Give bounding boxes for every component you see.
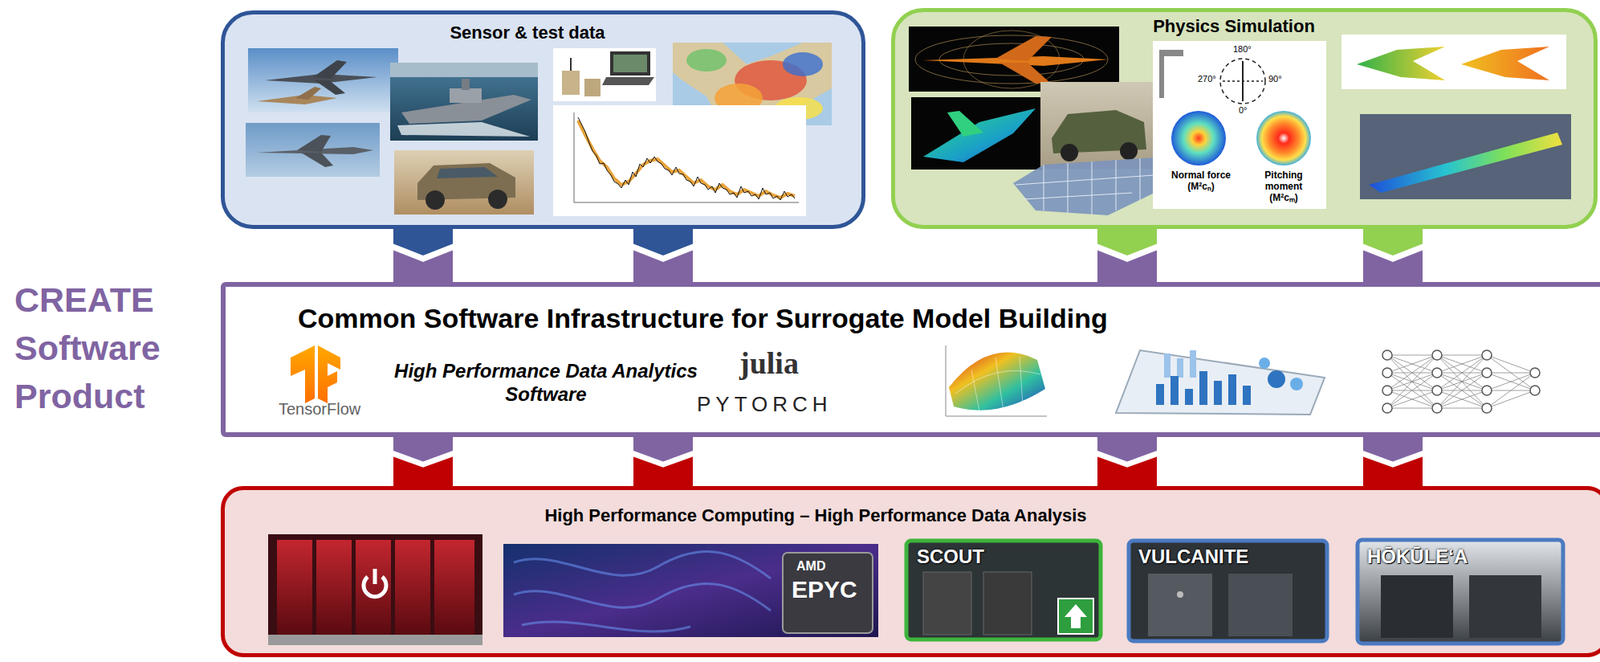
connector-tab-top [1097,226,1157,256]
connector-tab-top [633,434,693,462]
connector-tab [1097,226,1157,285]
connector-tab-bottom [1363,455,1423,489]
system-name: SCOUT [916,545,985,569]
plot-label: Pitching moment (M²cₘ) [1251,169,1316,204]
axis-label: 180° [1233,44,1252,55]
nyx-photo [268,533,483,645]
ship-photo [390,62,538,141]
connector-tab [1363,226,1423,285]
connector-tab [1097,434,1157,489]
hokulea-photo [1357,539,1564,644]
logo-text: julia [739,345,799,383]
connector-tab-bottom [1097,455,1157,489]
cfd-mesh [908,26,1120,92]
tablet-charts [1115,350,1325,415]
connector-tab-bottom [1363,249,1423,285]
chip-label: EPYC [791,574,858,604]
connector-tab-top [1097,434,1157,462]
chip-label: AMD [796,557,826,574]
plot-label: Normal force (M²cₙ) [1168,169,1234,192]
connector-tab [633,226,693,285]
axis-label: 0° [1238,105,1248,116]
connector-tab-top [633,226,693,256]
fighter-photo [245,122,380,177]
wing-sim [1359,113,1572,200]
system-name: VULCANITE [1138,545,1249,569]
connector-tab-bottom [393,249,453,285]
connector-tab [633,434,693,489]
connector-tab [393,226,453,285]
logo-text: PYTORCH [696,391,833,417]
panel-box: Physics Simulation [891,8,1598,229]
jet-flow [911,97,1043,170]
neural-network [1382,350,1540,413]
panel-box: Sensor & test data [220,10,866,229]
connector-tab-top [393,434,453,462]
axis-label: 90° [1268,73,1283,85]
connector-tab [1363,434,1423,489]
connector-tab-bottom [633,249,693,285]
tensorflow-icon [290,345,341,404]
force-panel [1152,40,1327,209]
connector-tab-top [1363,226,1423,256]
panel-title: Sensor & test data [443,22,612,44]
connector-tab-top [1363,434,1423,462]
side-label: CREATE Software Product [14,275,176,420]
panel-title: High Performance Computing – High Perfor… [454,504,1177,526]
jet-contours [1341,34,1567,90]
scout-photo [906,540,1101,640]
connector-tab-bottom [393,455,453,489]
ship-mesh [1013,157,1157,216]
panel-title: Common Software Infrastructure for Surro… [297,301,1342,335]
panel-subtitle: High Performance Data Analytics Software [369,359,723,407]
surface-plot [945,345,1047,416]
vehicle-sim [1040,81,1153,169]
device-photo [553,48,656,102]
epyc-photo [503,543,879,637]
axis-label: 270° [1197,73,1217,85]
system-name: HŌKŪLEʻA [1367,545,1468,569]
aircraft-photo [248,48,399,113]
connector-tab [393,434,453,489]
panel-title: Physics Simulation [1129,16,1339,37]
connector-tab-top [393,226,453,256]
logo-text: TensorFlow [278,398,361,419]
vehicle-photo [394,150,534,215]
vulcanite-photo [1128,540,1328,641]
panel-box: High Performance Computing – High Perfor… [220,485,1600,657]
signal-chart [553,105,807,216]
panel-box: Common Software Infrastructure for Surro… [220,281,1600,437]
connector-tab-bottom [1097,249,1157,285]
heat-map [672,42,832,126]
connector-tab-bottom [633,455,693,489]
